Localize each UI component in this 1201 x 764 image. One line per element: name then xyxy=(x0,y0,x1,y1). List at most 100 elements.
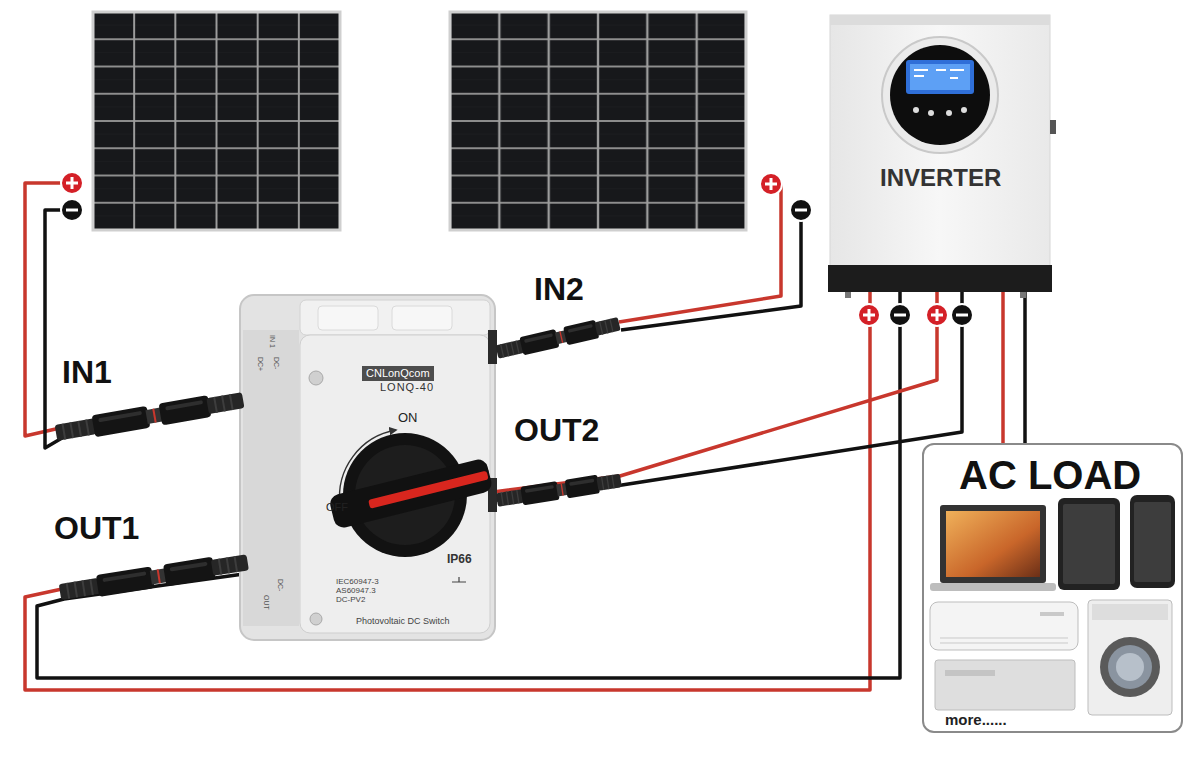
ac-load-artwork xyxy=(935,660,1075,710)
ac-load-artwork xyxy=(1130,495,1175,588)
solar-panel xyxy=(93,12,340,230)
mc4-connector xyxy=(495,315,621,361)
dc-switch-body xyxy=(488,330,497,364)
wire xyxy=(25,292,870,690)
inverter-body xyxy=(882,37,998,153)
rotary-handle xyxy=(368,471,489,509)
polarity-terminal xyxy=(926,304,948,326)
dc-switch-body xyxy=(243,330,299,626)
solar-panel xyxy=(450,12,746,230)
port-label: OUT2 xyxy=(514,414,599,446)
ac-load-artwork xyxy=(1134,502,1171,582)
inverter-body xyxy=(906,60,974,94)
ac-load-artwork xyxy=(922,443,1183,733)
ac-load-artwork xyxy=(1088,600,1172,715)
inverter-body xyxy=(913,107,919,113)
solar-panel xyxy=(450,12,746,230)
mc4-connector xyxy=(54,315,622,603)
ac-load-artwork xyxy=(1116,653,1144,681)
dc-switch-body xyxy=(392,306,452,330)
ac-load-artwork xyxy=(1040,612,1064,616)
polarity-terminal xyxy=(61,172,83,194)
position-mark: ON xyxy=(398,411,418,424)
solar-panel xyxy=(93,12,340,230)
dc-wire-pair xyxy=(25,292,900,690)
mc4-connector xyxy=(58,551,249,602)
panel-wire xyxy=(619,184,781,322)
model-number: LONQ-40 xyxy=(380,382,434,393)
dc-wire-pair xyxy=(495,292,962,500)
polarity-terminal xyxy=(951,304,973,326)
ac-load-artwork xyxy=(1108,645,1152,689)
panel-wire xyxy=(25,183,72,436)
wire xyxy=(495,292,962,500)
inverter-body xyxy=(1050,120,1056,134)
port-mark: DC- xyxy=(273,357,280,369)
panel-wire xyxy=(621,210,801,330)
inverter-body xyxy=(946,110,952,116)
port-mark: IN 1 xyxy=(269,335,276,348)
wire xyxy=(1023,292,1027,443)
dc-switch-body xyxy=(310,613,322,625)
inverter-body xyxy=(1020,292,1026,298)
inverter-body xyxy=(845,292,851,298)
rotary-handle xyxy=(328,457,493,529)
inverter-body xyxy=(910,64,970,90)
inverter-body xyxy=(928,110,934,116)
inverter-body xyxy=(828,15,1056,298)
brand-plate: CNLonQcom xyxy=(362,366,434,381)
inverter-body xyxy=(830,15,1050,25)
dc-switch-body xyxy=(309,371,323,385)
more-note: more...... xyxy=(945,712,1007,727)
ac-load-artwork xyxy=(930,583,1056,591)
dc-switch-body xyxy=(318,306,378,330)
dc-switch-body xyxy=(300,300,490,335)
ac-load-artwork xyxy=(1058,498,1120,590)
inverter-label: INVERTER xyxy=(880,166,1001,190)
inverter-body xyxy=(890,45,990,145)
ac-load-panel: AC LOAD more...... xyxy=(922,443,1183,733)
polarity-terminal xyxy=(61,172,973,326)
port-label: IN1 xyxy=(62,356,112,388)
inverter-body xyxy=(961,107,967,113)
polarity-terminal xyxy=(760,173,782,195)
standards-note: IEC60947-3 AS60947.3 DC-PV2 xyxy=(336,577,386,604)
ac-load-heading: AC LOAD xyxy=(959,455,1141,495)
polarity-terminal xyxy=(790,199,812,221)
position-mark: OFF xyxy=(326,502,348,513)
port-mark: DC+ xyxy=(257,357,264,371)
ac-load-artwork xyxy=(930,602,1078,650)
inverter-body xyxy=(828,265,1052,292)
wire xyxy=(1001,292,1005,443)
mc4-connector xyxy=(496,471,623,509)
port-mark: DC- xyxy=(277,579,284,591)
ac-load-artwork xyxy=(1092,604,1168,620)
dc-switch-body xyxy=(452,577,466,582)
ip-rating: IP66 xyxy=(447,553,472,565)
port-label: OUT1 xyxy=(54,512,139,544)
ac-load-artwork xyxy=(940,505,1046,583)
ac-load-artwork xyxy=(946,511,1040,577)
product-name: Photovoltaic DC Switch xyxy=(356,617,450,626)
dc-switch-body xyxy=(240,295,497,640)
rotary-handle xyxy=(328,430,493,557)
port-label: IN2 xyxy=(534,273,584,305)
rotary-handle xyxy=(328,457,493,529)
wire xyxy=(37,292,900,678)
pv-dc-isolator-switch: CNLonQcomLONQ-40ON OFF IP66IEC60947-3 AS60… xyxy=(240,295,495,640)
ac-load-artwork xyxy=(922,443,1183,733)
ac-load-artwork xyxy=(940,638,1068,643)
dc-switch-body xyxy=(240,295,495,640)
ac-load-artwork xyxy=(1100,637,1160,697)
polarity-terminal xyxy=(858,304,880,326)
wire xyxy=(495,292,937,492)
mc4-connector xyxy=(54,389,245,444)
dc-wire-pair xyxy=(1003,292,1025,443)
port-mark: OUT xyxy=(263,595,270,610)
polarity-terminal xyxy=(889,304,911,326)
polarity-terminal xyxy=(61,199,83,221)
panel-wire xyxy=(45,210,72,448)
